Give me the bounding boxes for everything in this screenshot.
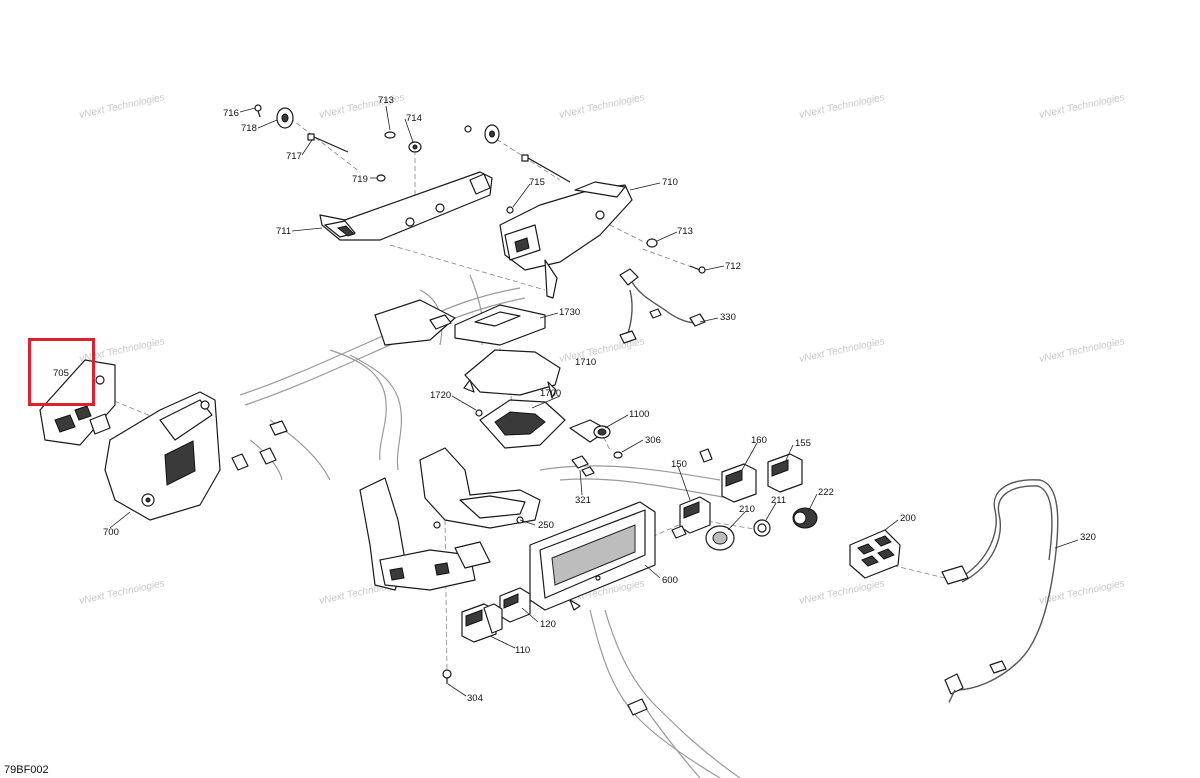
column-structure (359, 477, 491, 591)
callout-150[interactable]: 150 (671, 459, 687, 470)
watermark: vNext Technologies (558, 92, 645, 121)
callout-715[interactable]: 715 (529, 177, 545, 188)
bracket-1710 (463, 349, 561, 399)
watermark: vNext Technologies (78, 578, 165, 607)
screw-716 (254, 104, 262, 118)
bracket-710 (499, 181, 633, 299)
ring-211 (753, 519, 771, 537)
selected-part-highlight[interactable] (28, 338, 95, 406)
diagram-code: 79BF002 (4, 764, 49, 776)
callout-719[interactable]: 719 (352, 174, 368, 185)
small-connector-150 (671, 448, 713, 539)
callout-labels: 716 718 717 713 714 719 715 710 711 713 … (53, 95, 1096, 704)
callout-320[interactable]: 320 (1080, 532, 1096, 543)
watermark-text: vNext Technologies (798, 92, 885, 121)
bolt-717 (307, 133, 349, 153)
watermark-text: vNext Technologies (798, 336, 885, 365)
callout-1710[interactable]: 1710 (575, 357, 596, 368)
watermark: vNext Technologies (798, 336, 885, 365)
callout-160[interactable]: 160 (751, 435, 767, 446)
callout-710[interactable]: 710 (662, 177, 678, 188)
callout-211[interactable]: 211 (771, 495, 786, 506)
control-pad-200 (849, 529, 901, 579)
callout-700[interactable]: 700 (103, 527, 119, 538)
watermark-text: vNext Technologies (78, 578, 165, 607)
switch-150 (679, 496, 711, 534)
fuse-321 (571, 455, 595, 477)
callout-210[interactable]: 210 (739, 504, 755, 515)
support-frame-250 (419, 447, 541, 529)
watermark-text: vNext Technologies (1038, 92, 1125, 121)
callout-1720[interactable]: 1720 (430, 390, 451, 401)
callout-1730[interactable]: 1730 (559, 307, 580, 318)
callout-600[interactable]: 600 (662, 575, 678, 586)
switch-110 (461, 603, 503, 643)
callout-321[interactable]: 321 (575, 495, 591, 506)
watermark-text: vNext Technologies (558, 92, 645, 121)
callout-200[interactable]: 200 (900, 513, 916, 524)
watermark: vNext Technologies (1038, 336, 1125, 365)
callout-330[interactable]: 330 (720, 312, 736, 323)
callout-712[interactable]: 712 (725, 261, 741, 272)
watermark-text: vNext Technologies (1038, 336, 1125, 365)
watermark: vNext Technologies (798, 92, 885, 121)
bolt-long-right (521, 154, 571, 183)
switch-160 (721, 463, 757, 503)
callout-718[interactable]: 718 (241, 123, 257, 134)
harness-330 (619, 268, 706, 344)
callout-304[interactable]: 304 (467, 693, 483, 704)
callout-717[interactable]: 717 (286, 151, 302, 162)
washer-713-right (646, 238, 658, 248)
watermark: vNext Technologies (798, 578, 885, 607)
callout-306[interactable]: 306 (645, 435, 661, 446)
washer-713-top (384, 131, 396, 139)
watermark: vNext Technologies (78, 92, 165, 121)
bracket-711 (319, 171, 493, 241)
callout-250[interactable]: 250 (538, 520, 554, 531)
callout-110[interactable]: 110 (515, 645, 530, 656)
nut-714 (408, 141, 422, 153)
screw-top-right (464, 124, 500, 144)
main-wiring-harness (231, 274, 741, 778)
screw-715 (506, 206, 514, 214)
harness-320 (941, 479, 1059, 703)
leader-lines (109, 105, 1079, 697)
knob-210 (705, 525, 735, 551)
button-222 (792, 507, 818, 529)
callout-713-top[interactable]: 713 (378, 95, 394, 106)
switch-120 (499, 587, 531, 623)
relay-bracket-705 (39, 359, 116, 446)
callout-222[interactable]: 222 (818, 487, 834, 498)
callout-714[interactable]: 714 (406, 113, 422, 124)
screw-304 (442, 669, 452, 684)
power-socket-1100 (569, 419, 611, 443)
callout-1100[interactable]: 1100 (629, 409, 649, 420)
callout-155[interactable]: 155 (795, 438, 811, 449)
switch-155 (767, 453, 803, 493)
watermark-text: vNext Technologies (78, 92, 165, 121)
screw-712 (689, 265, 706, 274)
module-frame-1700 (475, 399, 566, 449)
washer-718 (276, 107, 294, 129)
connector-306 (613, 451, 623, 459)
callout-713-right[interactable]: 713 (677, 226, 693, 237)
watermark: vNext Technologies (1038, 92, 1125, 121)
gauge-cluster-600 (529, 501, 656, 611)
ecu-700 (104, 391, 221, 521)
callout-716[interactable]: 716 (223, 108, 239, 119)
callout-705[interactable]: 705 (53, 368, 69, 379)
nut-719 (376, 174, 386, 182)
cover-1730 (454, 304, 546, 346)
watermark-text: vNext Technologies (798, 578, 885, 607)
callout-120[interactable]: 120 (540, 619, 556, 630)
callout-711[interactable]: 711 (276, 226, 291, 237)
callout-1700[interactable]: 1700 (540, 388, 561, 399)
